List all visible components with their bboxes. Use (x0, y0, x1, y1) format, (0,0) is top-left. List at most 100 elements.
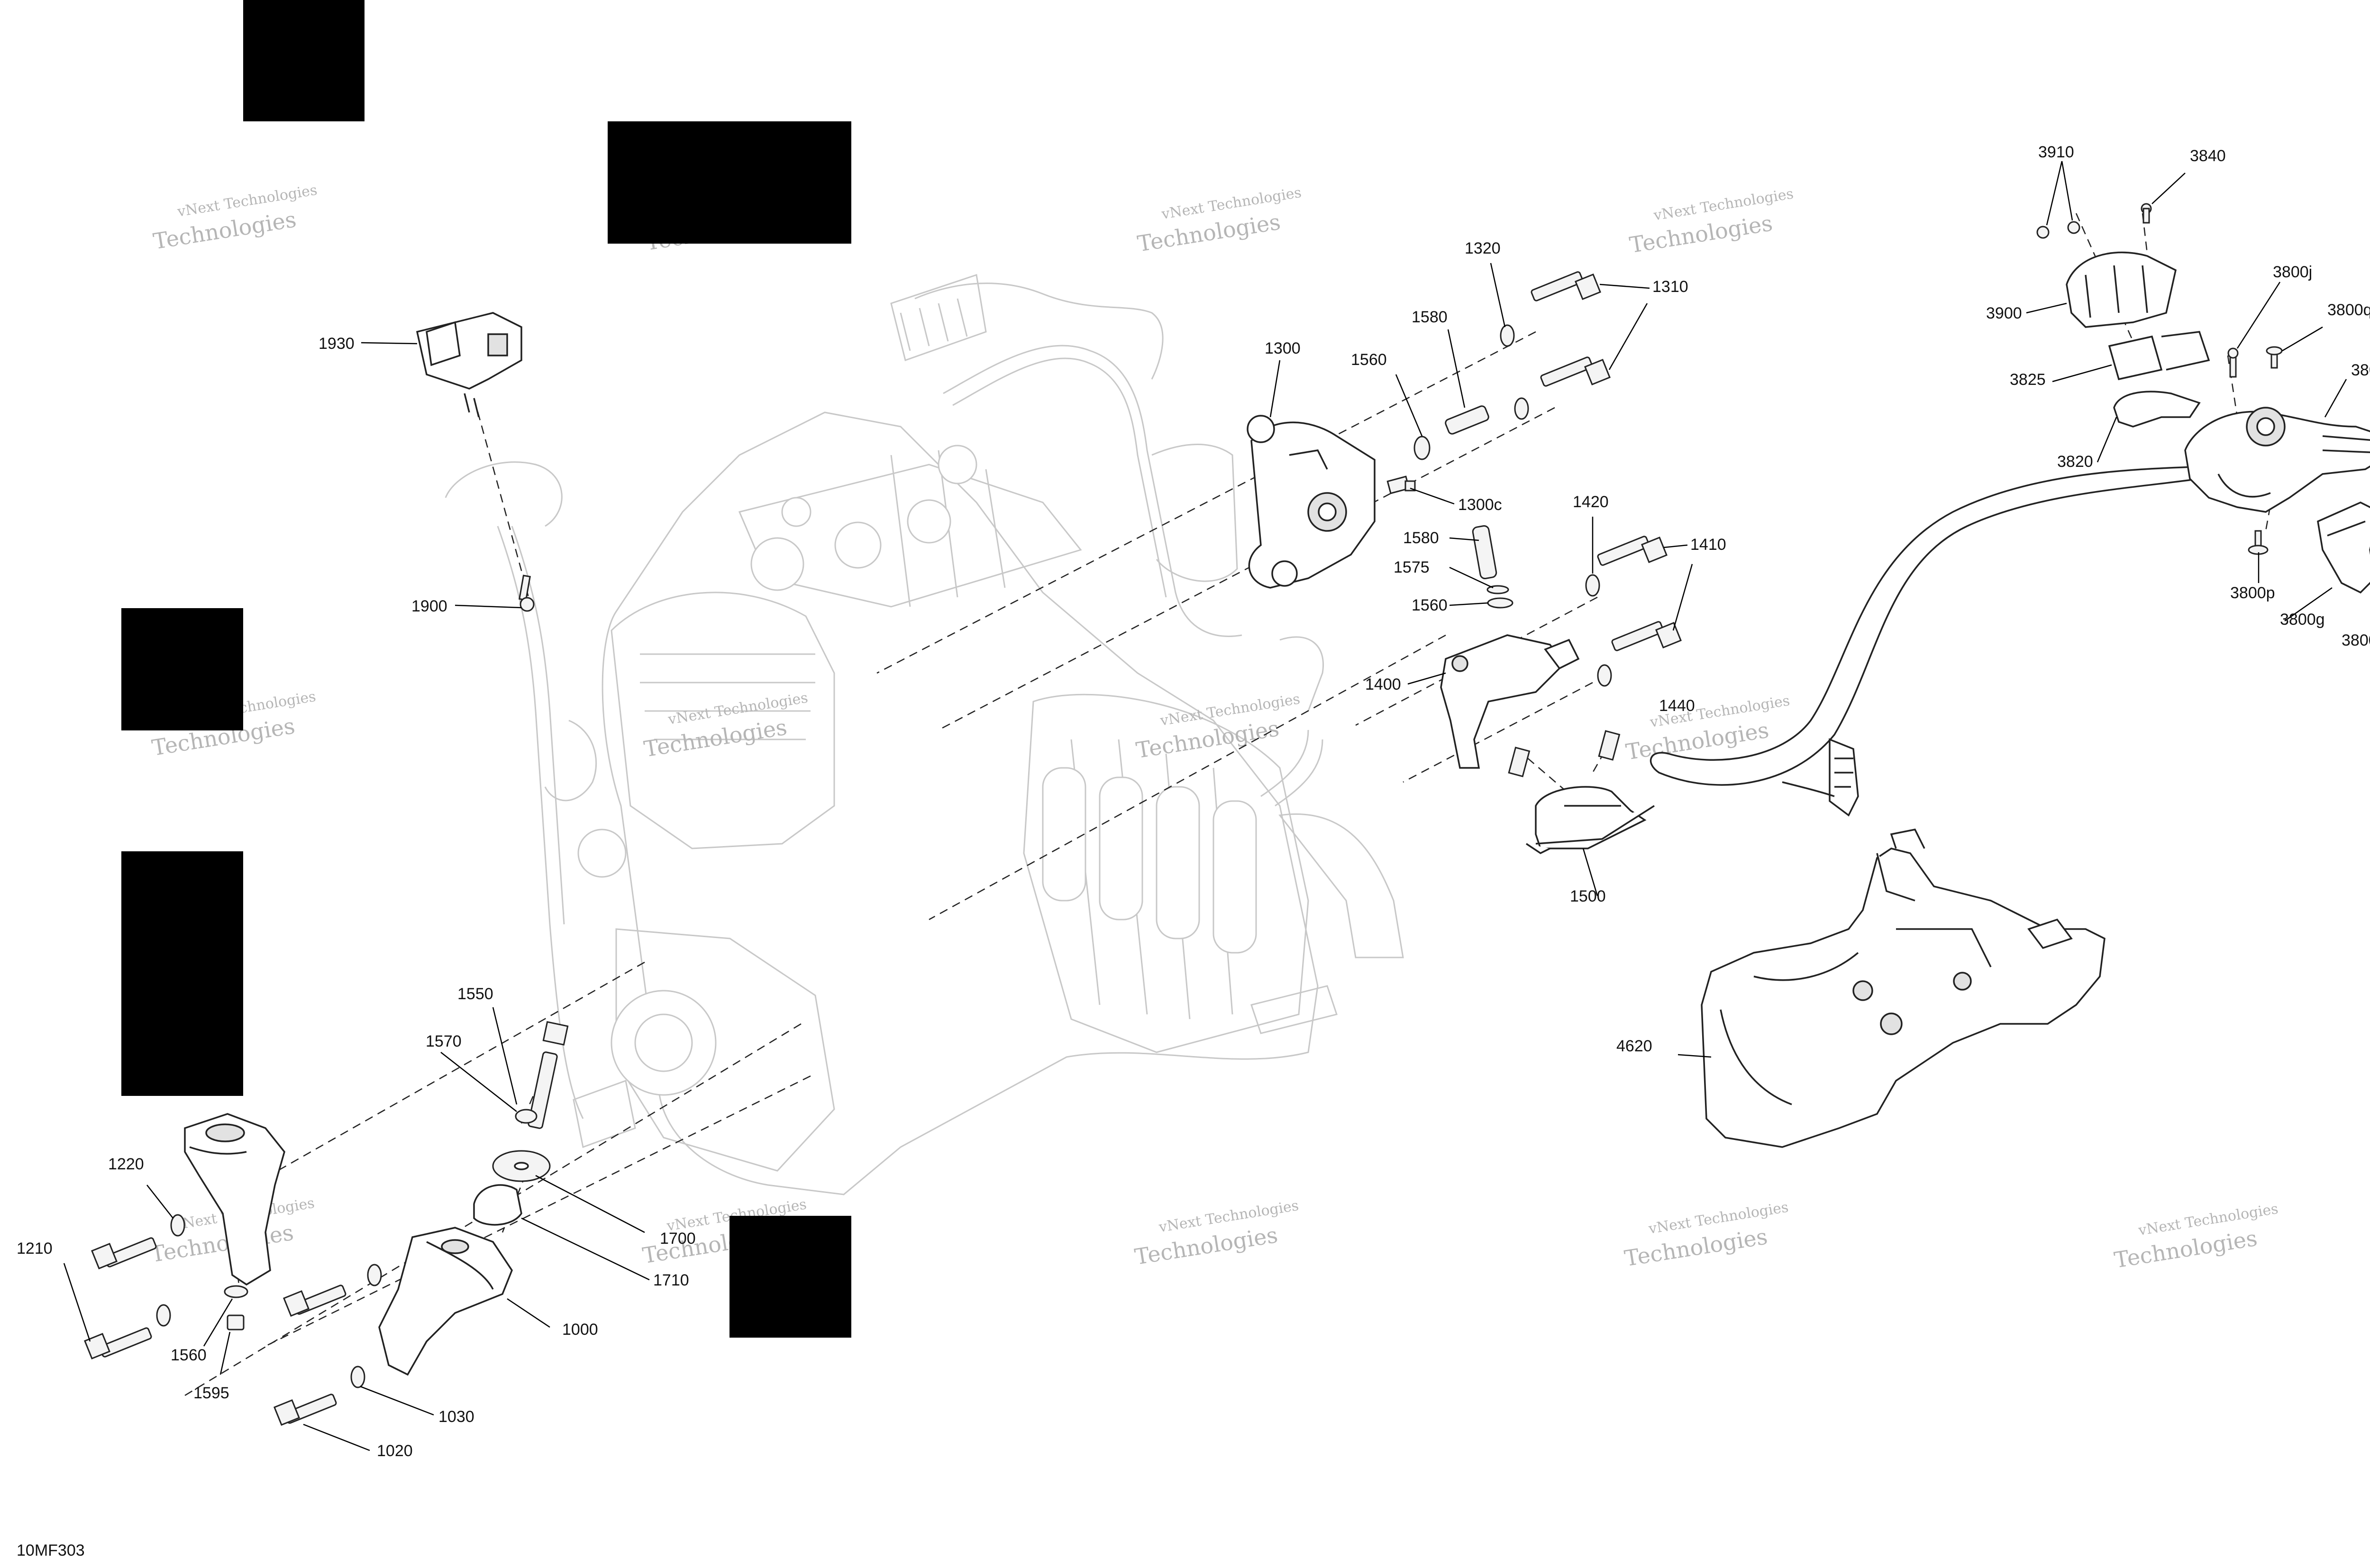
part-1410-bolt[interactable] (1597, 536, 1668, 566)
part-1580-sleeve[interactable] (1472, 525, 1497, 580)
callout-1700: 1700 (660, 1230, 696, 1248)
part-3800p-screw[interactable] (2248, 530, 2269, 555)
callout-1410: 1410 (1690, 536, 1726, 554)
callout-3800: 3800 (2351, 361, 2370, 379)
watermark-text: Technologies (1133, 1222, 1279, 1270)
watermark-text: Technologies (1628, 210, 1774, 258)
part-3800q-screw[interactable] (2266, 346, 2283, 369)
part-1030-washer[interactable] (350, 1264, 382, 1388)
callout-1500: 1500 (1570, 887, 1606, 905)
callout-1710: 1710 (653, 1271, 689, 1289)
callout-1300: 1300 (1265, 339, 1301, 357)
redaction-block (608, 121, 851, 244)
part-1500-pad[interactable] (1526, 786, 1655, 855)
callout-3900: 3900 (1986, 304, 2022, 322)
part-1020-bolt[interactable] (273, 1394, 337, 1426)
part-1210-bolt[interactable] (84, 1327, 152, 1359)
part-1700-washer[interactable] (492, 1150, 551, 1182)
callout-1550: 1550 (457, 985, 493, 1003)
callout-3820: 3820 (2057, 453, 2093, 471)
part-1595-nut[interactable] (227, 1314, 245, 1331)
part-1900-screw[interactable] (519, 574, 535, 612)
part-bracket-left[interactable] (184, 1113, 285, 1286)
watermark-text: Technologies (642, 714, 789, 762)
callout-1310: 1310 (1652, 278, 1688, 296)
callout-4620: 4620 (1616, 1037, 1652, 1055)
callout-1420: 1420 (1573, 493, 1609, 511)
callout-3910: 3910 (2038, 143, 2074, 161)
watermark-text: Technologies (151, 206, 298, 254)
callout-1560: 1560 (1412, 596, 1448, 614)
callout-3800q: 3800q (2327, 301, 2370, 319)
redaction-block (121, 608, 243, 730)
part-3800-housing[interactable] (2184, 407, 2370, 513)
cable-harness[interactable] (1650, 466, 2200, 817)
watermark-text: Technologies (2113, 1225, 2259, 1273)
part-1300-mount[interactable] (1247, 415, 1376, 589)
redaction-block (243, 0, 365, 121)
part-1210-bolt[interactable] (91, 1237, 157, 1269)
callout-3800g: 3800g (2280, 611, 2325, 629)
callout-3840: 3840 (2190, 147, 2226, 165)
callout-1560: 1560 (1351, 351, 1387, 369)
callout-1580: 1580 (1412, 308, 1448, 326)
leader-lines (63, 161, 2347, 1451)
part-3900-cover[interactable] (2066, 251, 2177, 328)
part-1220-washer[interactable] (156, 1214, 185, 1327)
part-3840-screw[interactable] (2141, 203, 2152, 224)
part-1000-bracket[interactable] (378, 1227, 513, 1376)
part-1440-screw[interactable] (1508, 730, 1621, 777)
callout-1930: 1930 (319, 335, 355, 353)
callout-1575: 1575 (1394, 558, 1430, 576)
part-1420-washer[interactable] (1585, 574, 1612, 687)
callout-1580: 1580 (1403, 529, 1439, 547)
callout-1400: 1400 (1365, 675, 1401, 693)
part-1410-bolt[interactable] (1611, 621, 1682, 651)
part-1400-bracket[interactable] (1440, 634, 1580, 769)
callout-1300c: 1300c (1458, 496, 1502, 514)
callout-1020: 1020 (377, 1442, 413, 1460)
callout-3800h: 3800h (2342, 631, 2370, 649)
part-3825-clip[interactable] (2108, 331, 2210, 381)
part-1550-bolt[interactable] (528, 1021, 569, 1129)
part-1020-bolt[interactable] (283, 1285, 346, 1317)
part-1300c-stud[interactable] (1386, 475, 1416, 494)
callout-1000: 1000 (562, 1321, 598, 1339)
redaction-block (729, 1216, 851, 1338)
part-1560-washer[interactable] (224, 1285, 248, 1298)
engine-ghost (445, 274, 1404, 1195)
part-1310-bolt[interactable] (1540, 356, 1611, 387)
callout-1595: 1595 (193, 1384, 229, 1402)
part-1310-bolt[interactable] (1531, 271, 1601, 301)
part-1710-stop[interactable] (473, 1184, 522, 1226)
callout-1210: 1210 (17, 1240, 53, 1258)
callout-3800p: 3800p (2230, 584, 2275, 602)
callout-1570: 1570 (426, 1032, 462, 1050)
callout-1320: 1320 (1465, 239, 1501, 257)
part-3910-screw[interactable] (2036, 221, 2080, 239)
diagram-code: 10MF303 (17, 1541, 85, 1559)
redaction-block (121, 851, 243, 1096)
watermark-text: Technologies (1136, 209, 1282, 257)
part-3800j-screw[interactable] (2227, 347, 2239, 378)
callout-1560: 1560 (171, 1346, 207, 1364)
redaction-blocks (121, 0, 851, 1338)
part-1570-washer[interactable] (515, 1109, 538, 1124)
part-1580-spacer[interactable] (1444, 405, 1489, 435)
callout-1440: 1440 (1659, 697, 1695, 715)
part-3820-clamp[interactable] (2113, 391, 2201, 428)
callout-1220: 1220 (108, 1155, 144, 1173)
callout-1900: 1900 (411, 597, 447, 615)
part-4620-bracket[interactable] (1701, 829, 2106, 1148)
part-3800g-cover[interactable] (2317, 501, 2370, 594)
part-1320-washer[interactable] (1500, 324, 1529, 420)
part-1560-washer[interactable] (1413, 436, 1431, 460)
callout-3800j: 3800j (2273, 263, 2312, 281)
part-1930-bracket[interactable] (416, 312, 522, 418)
callout-3825: 3825 (2010, 371, 2046, 389)
part-1560-washer[interactable] (1487, 597, 1513, 609)
callout-labels: 1930 1900 1300 1300c 1320 1310 1580 1560… (17, 143, 2370, 1460)
watermark-text: Technologies (1134, 715, 1281, 763)
